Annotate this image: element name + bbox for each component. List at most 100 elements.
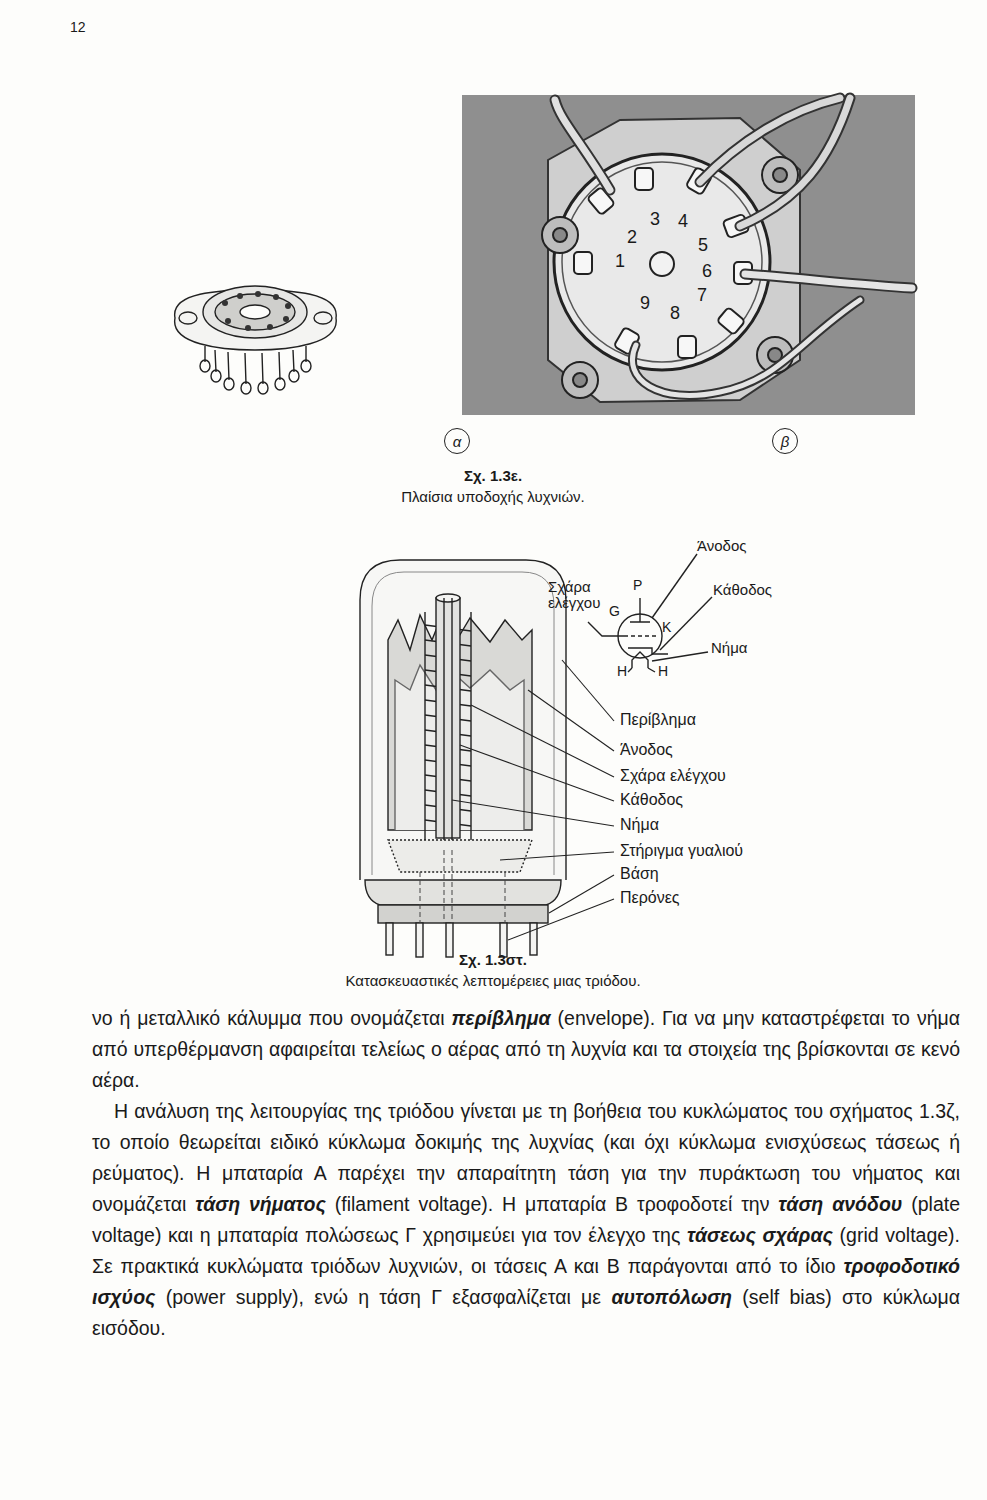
tube-socket-drawing-part — [205, 346, 306, 384]
triode-tube-drawing-part — [444, 598, 452, 850]
tube-socket-drawing-part-part — [267, 324, 273, 330]
tube-socket-drawing-part-part — [283, 316, 289, 322]
tube-socket-drawing-part — [203, 286, 307, 338]
pin-number: 6 — [702, 262, 712, 282]
triode-tube-drawing-part-part — [471, 705, 614, 777]
tube-socket-drawing-part — [301, 360, 311, 372]
subfigure-letter-text: β — [781, 434, 790, 449]
socket-photo-part-part — [773, 168, 787, 182]
tube-socket-drawing-part-part — [225, 318, 231, 324]
terminal-letter: K — [662, 620, 671, 635]
socket-photo-part-part — [553, 228, 567, 242]
body-paragraph: Η ανάλυση της λειτουργίας της τριόδου γί… — [92, 1096, 960, 1344]
terminal-letter: H — [617, 664, 627, 679]
part-label: Στήριγμα γυαλιού — [620, 842, 743, 860]
triode-tube-drawing-part — [420, 850, 505, 923]
triode-tube-drawing-part — [372, 572, 554, 875]
key-term: περίβλημα — [451, 1007, 550, 1029]
socket-photo-part-part — [745, 274, 912, 288]
triode-tube-drawing-part — [378, 905, 548, 923]
part-label: Κάθοδος — [713, 582, 772, 599]
part-label: Νήμα — [711, 640, 748, 657]
tube-socket-drawing-part — [240, 305, 270, 319]
triode-tube-drawing-part-part — [530, 923, 537, 955]
triode-tube-drawing-part — [365, 880, 561, 905]
part-label: Άνοδος — [697, 538, 747, 555]
triode-symbol-part — [632, 652, 648, 668]
tube-socket-drawing-part-part — [255, 291, 261, 297]
tube-socket-drawing-part — [314, 312, 332, 324]
pin-number: 1 — [615, 252, 625, 272]
socket-photo-part — [574, 167, 752, 358]
tube-socket-drawing-part — [289, 370, 299, 382]
triode-symbol — [588, 554, 712, 672]
triode-tube-drawing-part — [452, 660, 614, 940]
figure-caption: Πλαίσια υποδοχής λυχνιών. — [401, 489, 585, 506]
figure-caption: Κατασκευαστικές λεπτομέρειες μιας τριόδο… — [345, 973, 640, 990]
triode-symbol-part — [652, 554, 697, 618]
tube-socket-drawing-part-part — [285, 303, 291, 309]
tube-socket-drawing-part — [215, 294, 295, 330]
part-label: Σχάρα ελέγχου — [548, 579, 618, 611]
triode-symbol-part — [660, 597, 712, 650]
pin-number: 9 — [640, 294, 650, 314]
triode-symbol-part — [652, 652, 708, 661]
terminal-letter: H — [658, 664, 668, 679]
triode-tube-drawing-part-part — [562, 660, 614, 721]
triode-symbol-part — [624, 635, 656, 636]
socket-photo-part-part — [555, 100, 610, 190]
socket-photo-part — [462, 95, 915, 415]
tube-socket-drawing-part — [275, 378, 285, 390]
socket-photo-part-part — [635, 168, 653, 190]
socket-photo-part-part — [717, 307, 745, 335]
key-term: τάση ανόδου — [778, 1193, 902, 1215]
triode-symbol-part — [628, 668, 655, 672]
figure-number: Σχ. 1.3στ. — [459, 952, 527, 969]
page-number: 12 — [70, 20, 86, 35]
tube-socket-drawing-part-part — [245, 325, 251, 331]
pin-number: 7 — [697, 286, 707, 306]
tube-socket-drawing-part — [211, 370, 221, 382]
subfigure-letter: α — [444, 428, 470, 454]
triode-tube-drawing-part-part — [386, 923, 393, 955]
tube-socket-drawing-part-part — [237, 293, 243, 299]
socket-photo-part — [555, 98, 912, 395]
triode-tube-drawing-part-part — [528, 690, 614, 751]
part-label: Νήμα — [620, 816, 659, 834]
triode-symbol-part — [588, 622, 624, 636]
triode-tube-drawing-part — [388, 840, 532, 872]
body-paragraph: νο ή μεταλλικό κάλυμμα που ονομάζεται πε… — [92, 1003, 960, 1096]
socket-photo-part-part — [740, 98, 850, 226]
triode-tube-drawing-part-part — [549, 875, 614, 913]
pin-number: 3 — [650, 210, 660, 230]
socket-photo-part-part — [573, 373, 587, 387]
figure-number: Σχ. 1.3ε. — [464, 468, 522, 485]
tube-socket-drawing — [175, 286, 337, 394]
tube-socket-drawing-part — [222, 291, 291, 331]
socket-photo-part-part — [678, 336, 696, 358]
tube-socket-drawing-part — [175, 290, 337, 350]
part-label: Περόνες — [620, 889, 680, 907]
triode-tube-drawing-part-part — [452, 800, 614, 826]
socket-photo-part — [650, 252, 674, 276]
triode-tube-drawing-part-part — [508, 899, 614, 940]
key-term: τάσεως σχάρας — [687, 1224, 833, 1246]
terminal-letter: P — [633, 578, 642, 593]
part-label: Κάθοδος — [620, 791, 683, 809]
body-text: νο ή μεταλλικό κάλυμμα που ονομάζεται — [92, 1007, 444, 1029]
triode-tube-drawing-part-part — [446, 923, 453, 957]
key-term: αυτοπόλωση — [611, 1286, 732, 1308]
body-text: (filament voltage). Η μπαταρία Β τροφοδο… — [335, 1193, 770, 1215]
socket-photo-part-part — [562, 362, 598, 398]
tube-socket-drawing-part-part — [222, 300, 228, 306]
part-label: Άνοδος — [620, 741, 673, 759]
pin-number: 2 — [627, 228, 637, 248]
pin-number: 8 — [670, 304, 680, 324]
tube-socket-drawing-part — [179, 312, 197, 324]
socket-photo-part-part — [745, 274, 912, 288]
key-term: τάση νήματος — [195, 1193, 326, 1215]
terminal-letter: G — [609, 604, 620, 619]
socket-photo-part-part — [555, 100, 610, 190]
socket-photo-part-part — [542, 217, 578, 253]
